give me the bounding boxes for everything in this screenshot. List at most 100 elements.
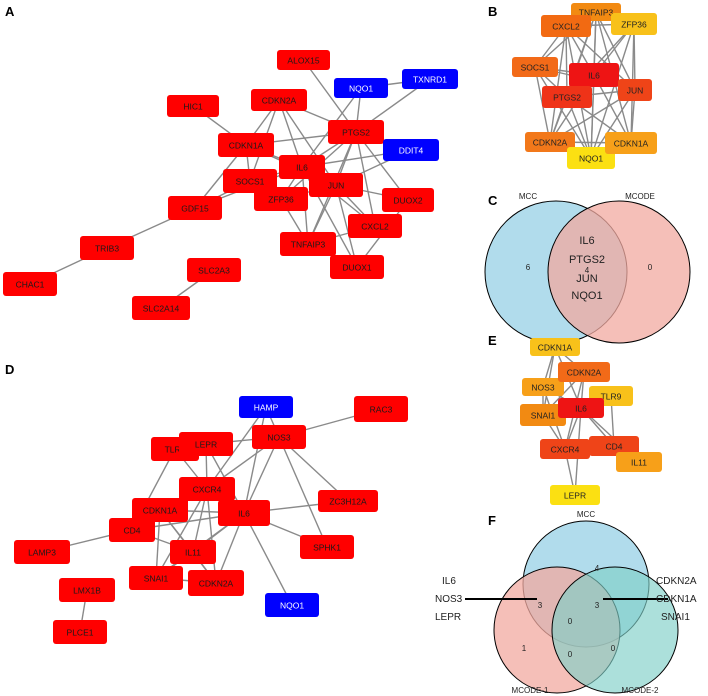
network-node-chac1: CHAC1: [3, 272, 57, 296]
node-box: [254, 187, 308, 211]
network-node-duox1: DUOX1: [330, 255, 384, 279]
panel-letter-b: B: [488, 4, 497, 19]
node-box: [589, 436, 639, 456]
node-label: CDKN1A: [614, 139, 649, 149]
node-label: TLR9: [601, 392, 622, 402]
node-box: [328, 120, 384, 144]
network-edge: [549, 25, 567, 143]
node-box: [605, 132, 657, 154]
node-label: GDF15: [181, 204, 209, 214]
network-node-cdkn1a: CDKN1A: [218, 133, 274, 157]
node-box: [179, 477, 235, 501]
network-node-slc2a3: SLC2A3: [187, 258, 241, 282]
node-label: CD4: [605, 442, 622, 452]
node-label: ZC3H12A: [329, 497, 367, 507]
node-box: [382, 188, 434, 212]
network-node-cd4: CD4: [589, 436, 639, 456]
node-box: [218, 133, 274, 157]
node-box: [558, 398, 604, 418]
network-node-nos3: NOS3: [252, 425, 306, 449]
node-box: [541, 15, 591, 37]
node-label: IL6: [238, 509, 250, 519]
network-node-nos3: NOS3: [522, 378, 564, 396]
node-label: SLC2A14: [143, 304, 180, 314]
node-label: PLCE1: [67, 628, 94, 638]
network-node-ptgs2: PTGS2: [328, 120, 384, 144]
network-node-cxcr4: CXCR4: [179, 477, 235, 501]
node-label: JUN: [627, 86, 644, 96]
venn-f-center: 0: [568, 617, 573, 626]
network-edge: [206, 488, 217, 584]
node-label: JUN: [328, 181, 345, 191]
network-panel-a: ALOX15NQO1TXNRD1HIC1CDKN2APTGS2DDIT4CDKN…: [3, 50, 458, 320]
panel-letter-d: D: [5, 362, 14, 377]
node-label: NOS3: [267, 433, 290, 443]
node-box: [53, 620, 107, 644]
node-label: PTGS2: [342, 128, 370, 138]
venn-f-left-gene: IL6: [442, 576, 456, 587]
node-label: LEPR: [564, 491, 586, 501]
network-edge: [243, 406, 267, 514]
node-box: [170, 540, 216, 564]
node-label: TRIB3: [95, 244, 119, 254]
network-node-lmx1b: LMX1B: [59, 578, 115, 602]
network-node-il11: IL11: [616, 452, 662, 472]
network-node-cxcl2: CXCL2: [541, 15, 591, 37]
network-node-txnrd1: TXNRD1: [402, 69, 458, 89]
node-box: [80, 236, 134, 260]
network-edge: [590, 89, 636, 159]
network-node-lamp3: LAMP3: [14, 540, 70, 564]
node-box: [187, 258, 241, 282]
network-node-cxcr4: CXCR4: [540, 439, 590, 459]
node-box: [334, 78, 388, 98]
node-label: TXNRD1: [413, 75, 447, 85]
network-edge: [355, 131, 376, 227]
node-label: ZFP36: [621, 20, 647, 30]
network-edge: [590, 23, 635, 159]
node-label: CXCL2: [361, 222, 389, 232]
network-node-ptgs2: PTGS2: [542, 86, 592, 108]
node-label: TNFAIP3: [291, 240, 326, 250]
node-box: [558, 362, 610, 382]
node-label: LEPR: [195, 440, 217, 450]
node-label: SPHK1: [313, 543, 341, 553]
node-box: [167, 95, 219, 117]
venn-f-left-gene: NOS3: [435, 594, 463, 605]
node-label: SNAI1: [531, 411, 556, 421]
node-box: [14, 540, 70, 564]
network-node-zfp36: ZFP36: [611, 13, 657, 35]
node-label: IL6: [575, 404, 587, 414]
network-node-lepr: LEPR: [179, 432, 233, 456]
network-node-il6: IL6: [569, 63, 619, 87]
network-edge: [565, 25, 568, 98]
node-label: SLC2A3: [198, 266, 230, 276]
node-label: NQO1: [349, 84, 373, 94]
node-label: DUOX2: [393, 196, 423, 206]
network-node-lepr: LEPR: [550, 485, 600, 505]
venn-f-mcc-only: 4: [595, 564, 600, 573]
network-node-zfp36: ZFP36: [254, 187, 308, 211]
node-box: [402, 69, 458, 89]
node-label: CDKN1A: [538, 343, 573, 353]
node-label: ZFP36: [268, 195, 294, 205]
node-label: CDKN2A: [262, 96, 297, 106]
venn-c-gene: NQO1: [571, 290, 602, 302]
network-node-duox2: DUOX2: [382, 188, 434, 212]
venn-f-right-gene: CDKN2A: [656, 576, 697, 587]
node-box: [550, 485, 600, 505]
node-box: [179, 432, 233, 456]
venn-panel-c: MCC MCODE 6 4 0 IL6 PTGS2 JUN NQO1: [484, 192, 691, 344]
venn-f-m1-only: 1: [522, 644, 527, 653]
venn-c-mcode-circle: [547, 200, 691, 344]
network-node-plce1: PLCE1: [53, 620, 107, 644]
venn-f-mcode1-title: MCODE-1: [512, 686, 549, 695]
node-label: ALOX15: [287, 56, 319, 66]
node-label: CDKN1A: [229, 141, 264, 151]
node-box: [383, 139, 439, 161]
node-box: [530, 338, 580, 356]
network-node-slc2a14: SLC2A14: [132, 296, 190, 320]
network-edge: [335, 184, 358, 268]
